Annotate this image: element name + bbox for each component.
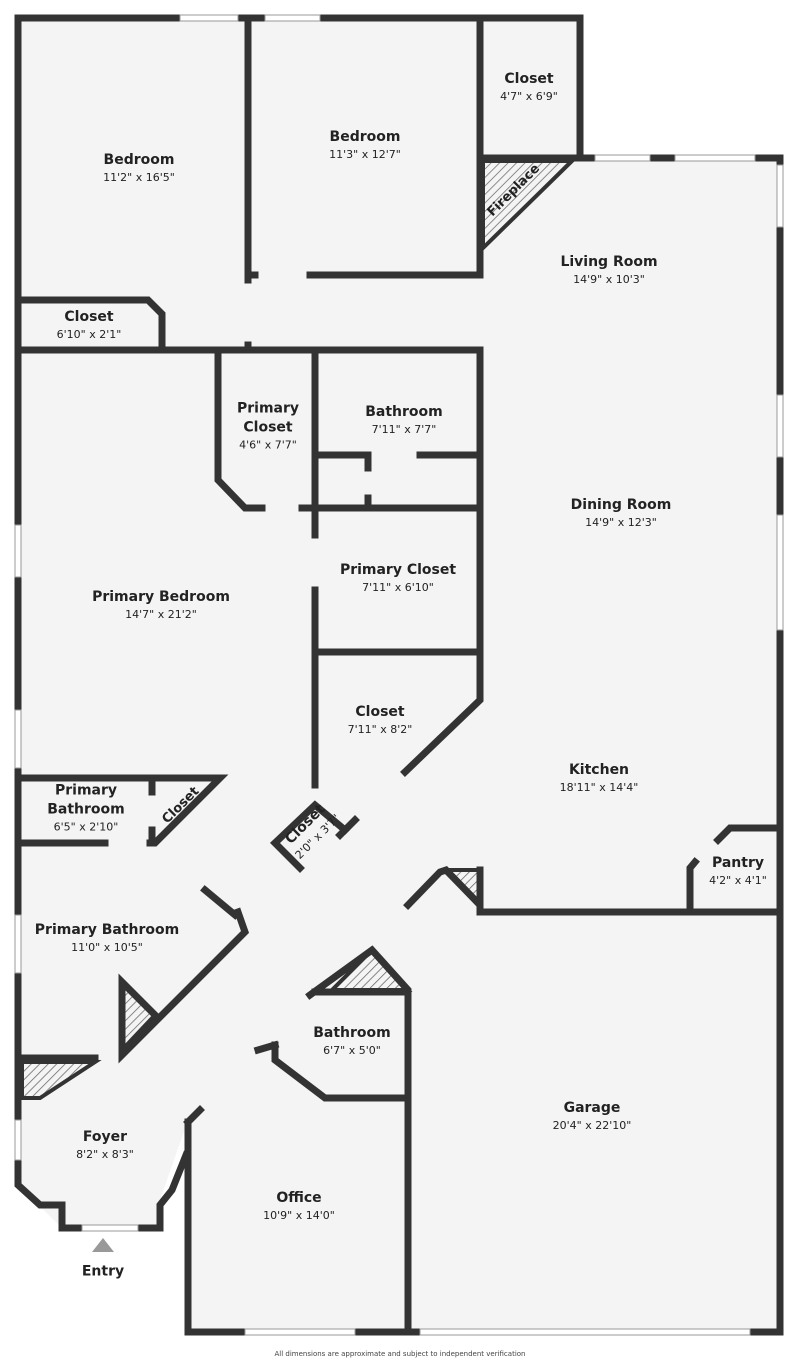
room-name: Pantry [711, 855, 765, 871]
room-name: Garage [563, 1100, 621, 1116]
room-dims: 18'11" x 14'4" [559, 781, 639, 794]
room-label-closet: Closet 4'7" x 6'9" [500, 70, 558, 104]
room-label-bathroom: Bathroom 6'7" x 5'0" [313, 1024, 391, 1058]
room-dims: 6'10" x 2'1" [56, 328, 122, 341]
room-label-dining-room: Dining Room 14'9" x 12'3" [571, 496, 672, 530]
room-label-pantry: Pantry 4'2" x 4'1" [709, 854, 767, 888]
room-label-foyer: Foyer 8'2" x 8'3" [76, 1128, 134, 1162]
room-name: Closet [243, 419, 293, 436]
room-name: Primary Bedroom [92, 589, 230, 605]
room-name: Bathroom [313, 1025, 391, 1041]
walls [14, 14, 784, 1336]
room-name: Primary [54, 782, 118, 799]
room-name: Living Room [560, 254, 658, 270]
room-dims: 8'2" x 8'3" [76, 1148, 134, 1161]
room-dims: 4'7" x 6'9" [500, 90, 558, 103]
room-name: Foyer [82, 1129, 128, 1145]
room-name: Primary Closet [339, 562, 457, 578]
room-label-garage: Garage 20'4" x 22'10" [553, 1099, 632, 1133]
disclaimer-footer: All dimensions are approximate and subje… [274, 1350, 526, 1358]
room-name: Bedroom [103, 152, 175, 168]
room-dims: 10'9" x 14'0" [263, 1209, 335, 1222]
room-label-kitchen: Kitchen 18'11" x 14'4" [560, 761, 639, 795]
room-dims: 11'0" x 10'5" [71, 941, 143, 954]
room-dims: 7'11" x 6'10" [362, 581, 434, 594]
room-dims: 4'6" x 7'7" [239, 438, 297, 452]
room-dims: 11'3" x 12'7" [329, 148, 401, 161]
room-name: Bedroom [329, 129, 401, 145]
room-dims: 4'2" x 4'1" [709, 874, 767, 887]
room-dims: 14'7" x 21'2" [125, 608, 197, 621]
room-label-primary-bedroom: Primary Bedroom 14'7" x 21'2" [92, 588, 230, 622]
room-label-primary-bathroom: Primary Bathroom 11'0" x 10'5" [35, 921, 179, 955]
room-label-closet: Closet 6'10" x 2'1" [57, 308, 122, 342]
hatch-area [20, 1060, 102, 1100]
room-label-bathroom: Bathroom 7'11" x 7'7" [365, 403, 443, 437]
room-dims: 6'5" x 2'10" [53, 820, 119, 834]
room-name: Primary Bathroom [34, 922, 180, 938]
room-name: Bathroom [47, 801, 125, 818]
room-name: Bathroom [365, 404, 443, 420]
room-name: Office [276, 1190, 322, 1206]
room-name: Primary [236, 400, 300, 417]
room-label-living-room: Living Room 14'9" x 10'3" [560, 253, 657, 287]
room-dims: 14'9" x 12'3" [585, 516, 657, 529]
room-name: Closet [504, 71, 554, 87]
room-dims: 7'11" x 7'7" [371, 423, 437, 436]
room-name: Dining Room [570, 497, 672, 513]
room-name: Kitchen [568, 762, 630, 778]
room-dims: 20'4" x 22'10" [552, 1119, 632, 1132]
entry-label: Entry [81, 1263, 125, 1280]
room-name: Closet [64, 309, 114, 325]
entry-arrow-icon [92, 1238, 114, 1252]
room-dims: 14'9" x 10'3" [573, 273, 645, 286]
room-label-primary-closet: Primary Closet 7'11" x 6'10" [340, 561, 456, 595]
room-dims: 6'7" x 5'0" [323, 1044, 381, 1057]
room-dims: 11'2" x 16'5" [103, 171, 175, 184]
windows [14, 14, 784, 1336]
room-dims: 7'11" x 8'2" [347, 723, 413, 736]
room-name: Closet [355, 704, 405, 720]
room-label-bedroom: Bedroom 11'3" x 12'7" [329, 128, 401, 162]
room-label-office: Office 10'9" x 14'0" [263, 1189, 335, 1223]
room-label-closet: Closet 7'11" x 8'2" [348, 703, 413, 737]
room-label-bedroom: Bedroom 11'2" x 16'5" [103, 151, 175, 185]
